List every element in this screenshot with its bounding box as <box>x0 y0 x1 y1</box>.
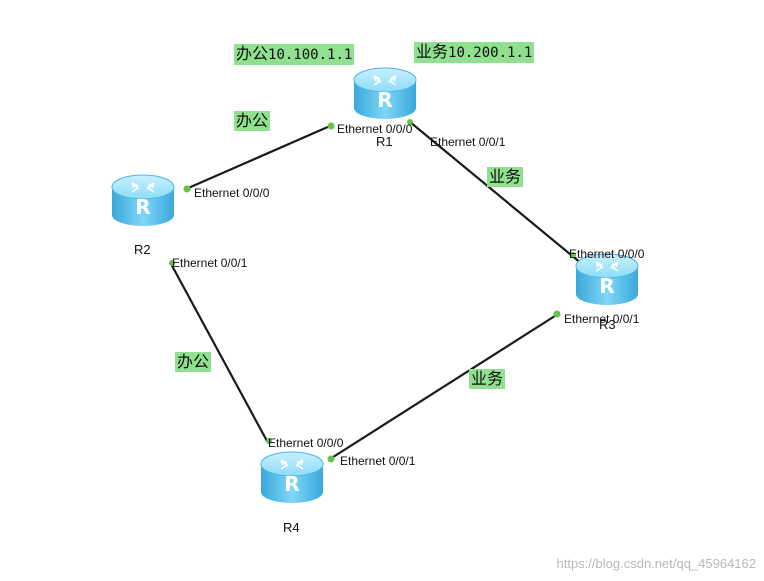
link-r1-r2[interactable] <box>185 124 331 191</box>
link-r1-r3[interactable] <box>409 121 583 265</box>
link-label-r3-r4: 业务 <box>469 369 506 389</box>
port-label-r4-e000: Ethernet 0/0/0 <box>268 436 344 450</box>
router-r2-icon[interactable] <box>111 174 175 227</box>
router-r1-name: R1 <box>376 134 393 149</box>
port-dot-r1-e000 <box>327 122 335 130</box>
port-label-r2-e001: Ethernet 0/0/1 <box>172 256 248 270</box>
port-label-r2-e000: Ethernet 0/0/0 <box>194 186 270 200</box>
link-label-r2-r4: 办公 <box>175 352 212 372</box>
port-dot-r1-e001 <box>407 119 413 125</box>
port-label-r3-e001: Ethernet 0/0/1 <box>564 312 640 326</box>
link-label-r1-r2: 办公 <box>234 111 271 131</box>
router-r4-name: R4 <box>283 520 300 535</box>
router-r4-icon[interactable] <box>260 451 324 504</box>
router-r1-icon[interactable] <box>353 67 417 120</box>
router-r2-name: R2 <box>134 242 151 257</box>
office-ip-label: 办公10.100.1.1 <box>234 44 355 65</box>
port-dot-r2-e000 <box>183 185 191 193</box>
port-dot-r4-e001 <box>327 455 335 463</box>
office-ip: 10.100.1.1 <box>268 47 353 63</box>
link-label-r1-r3: 业务 <box>487 167 524 187</box>
business-ip-prefix: 业务 <box>416 42 449 61</box>
port-label-r1-e001: Ethernet 0/0/1 <box>430 135 506 149</box>
link-r3-r4[interactable] <box>329 313 559 460</box>
port-dot-r4-e000 <box>266 438 272 444</box>
port-label-r4-e001: Ethernet 0/0/1 <box>340 454 416 468</box>
business-ip: 10.200.1.1 <box>448 45 533 61</box>
port-label-r1-e000: Ethernet 0/0/0 <box>337 122 413 136</box>
port-dot-r2-e001 <box>169 260 175 266</box>
link-r2-r4[interactable] <box>169 261 268 442</box>
watermark: https://blog.csdn.net/qq_45964162 <box>556 556 757 571</box>
router-r3-icon[interactable] <box>575 253 639 306</box>
port-dot-r3-e001 <box>553 310 561 318</box>
office-ip-prefix: 办公 <box>236 44 269 63</box>
port-label-r3-e000: Ethernet 0/0/0 <box>569 247 645 261</box>
port-dot-r3-e000 <box>570 252 576 258</box>
business-ip-label: 业务10.200.1.1 <box>414 42 535 63</box>
router-r3-name: R3 <box>599 317 616 332</box>
